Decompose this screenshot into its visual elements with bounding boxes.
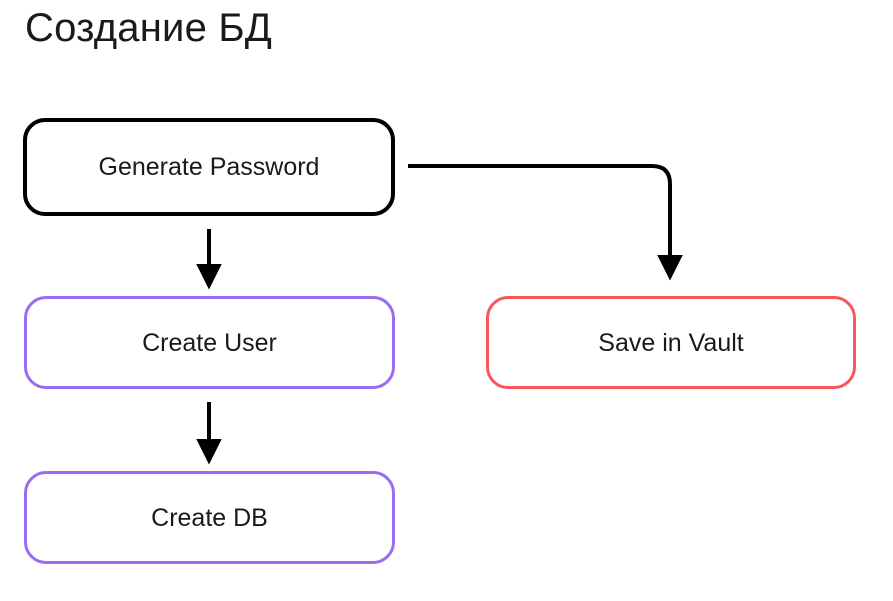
node-generate-password[interactable]: Generate Password <box>23 118 395 216</box>
node-create-db[interactable]: Create DB <box>24 471 395 564</box>
node-generate-password-label: Generate Password <box>98 153 320 181</box>
node-create-user-label: Create User <box>142 328 277 357</box>
node-create-db-label: Create DB <box>151 503 268 532</box>
node-save-in-vault-label: Save in Vault <box>598 328 744 357</box>
edge-generate-password-to-save-in-vault <box>408 164 683 281</box>
node-create-user[interactable]: Create User <box>24 296 395 389</box>
node-save-in-vault[interactable]: Save in Vault <box>486 296 856 389</box>
page-title: Создание БД <box>25 6 273 50</box>
